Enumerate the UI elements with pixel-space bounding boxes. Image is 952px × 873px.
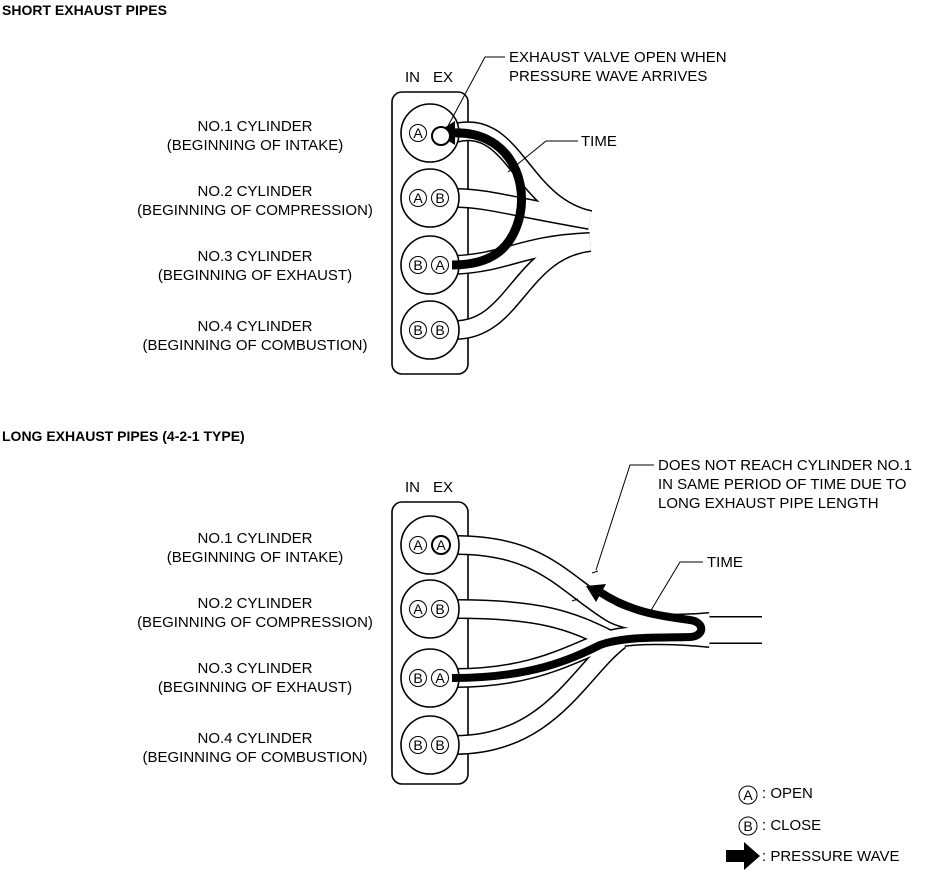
long-time-leader xyxy=(649,561,703,613)
long-ex-header: EX xyxy=(433,479,454,496)
long-cyl4-phase: (BEGINNING OF COMBUSTION) xyxy=(142,749,368,766)
short-cyl1-phase: (BEGINNING OF INTAKE) xyxy=(166,137,344,154)
long-callout-line1: DOES NOT REACH CYLINDER NO.1 xyxy=(658,457,912,474)
long-cyl3-name: NO.3 CYLINDER xyxy=(197,660,313,677)
legend-wave-label: : PRESSURE WAVE xyxy=(762,848,900,865)
long-cyl1-ex-valve-label: A xyxy=(436,537,446,553)
short-head-block xyxy=(391,91,469,375)
short-cyl3-phase: (BEGINNING OF EXHAUST) xyxy=(157,267,353,284)
long-cyl2-ex-valve-label: B xyxy=(435,601,444,617)
long-cyl3-ex-valve-label: A xyxy=(435,670,445,686)
long-callout-line2: IN SAME PERIOD OF TIME DUE TO xyxy=(658,476,907,493)
long-cyl3-in-valve xyxy=(409,669,427,687)
legend-open-symbol-label: A xyxy=(743,787,753,803)
short-ex-header: EX xyxy=(433,69,454,86)
legend-pressure-wave-arrow-icon xyxy=(726,842,760,870)
short-section-title: SHORT EXHAUST PIPES xyxy=(2,2,167,18)
legend: A B xyxy=(726,785,760,870)
short-callout-leader xyxy=(447,56,505,127)
short-cyl3-name: NO.3 CYLINDER xyxy=(197,248,313,265)
legend-open-label: : OPEN xyxy=(762,785,813,802)
short-callout-line2: PRESSURE WAVE ARRIVES xyxy=(509,68,708,85)
short-in-header: IN xyxy=(405,69,420,86)
short-cyl4-phase: (BEGINNING OF COMBUSTION) xyxy=(142,337,368,354)
short-cyl1-name: NO.1 CYLINDER xyxy=(197,118,313,135)
legend-close-symbol xyxy=(738,816,758,836)
long-cyl1-ex-valve xyxy=(431,535,451,555)
long-cyl1-in-valve xyxy=(409,536,427,554)
long-cyl4-port xyxy=(400,715,460,775)
short-cyl4-in-valve-label: B xyxy=(413,322,422,338)
long-cyl3-phase: (BEGINNING OF EXHAUST) xyxy=(157,679,353,696)
long-cyl4-ex-valve xyxy=(431,736,449,754)
long-cyl2-name: NO.2 CYLINDER xyxy=(197,595,313,612)
long-reach-tick-1 xyxy=(591,570,599,574)
short-cyl3-in-valve-label: B xyxy=(413,257,422,273)
short-cyl4-ex-valve xyxy=(431,321,449,339)
long-callout-line3: LONG EXHAUST PIPE LENGTH xyxy=(658,495,879,512)
short-cyl2-phase: (BEGINNING OF COMPRESSION) xyxy=(137,202,373,219)
long-head-block xyxy=(391,501,469,785)
long-cyl3-in-valve-label: B xyxy=(413,670,422,686)
short-cyl2-name: NO.2 CYLINDER xyxy=(197,183,313,200)
short-cyl2-port xyxy=(400,168,460,228)
legend-close-label: : CLOSE xyxy=(762,817,822,834)
long-in-header: IN xyxy=(405,479,420,496)
long-callout-leader xyxy=(595,464,654,571)
legend-close-symbol-label: B xyxy=(743,818,752,834)
short-valve-symbols: A A B B A B B xyxy=(409,124,451,339)
short-callout-line1: EXHAUST VALVE OPEN WHEN xyxy=(509,49,727,66)
long-cyl4-in-valve xyxy=(409,736,427,754)
short-cyl1-in-valve xyxy=(409,124,427,142)
short-cyl4-ex-valve-label: B xyxy=(435,322,444,338)
long-cyl4-name: NO.4 CYLINDER xyxy=(197,730,313,747)
short-diagram: A A B B A B B xyxy=(391,56,593,375)
short-time-label: TIME xyxy=(581,133,617,150)
long-section-title: LONG EXHAUST PIPES (4-2-1 TYPE) xyxy=(2,428,245,444)
short-cyl1-in-valve-label: A xyxy=(413,125,423,141)
long-reach-tick-2 xyxy=(571,598,579,602)
short-cyl3-in-valve xyxy=(409,256,427,274)
long-cyl4-ex-valve-label: B xyxy=(435,737,444,753)
long-cyl2-in-valve xyxy=(409,600,427,618)
long-time-label: TIME xyxy=(707,554,743,571)
short-cyl3-ex-valve xyxy=(431,256,449,274)
short-cyl4-port xyxy=(400,300,460,360)
short-cyl4-name: NO.4 CYLINDER xyxy=(197,318,313,335)
long-pressure-wave-path xyxy=(451,588,706,682)
long-cyl1-phase: (BEGINNING OF INTAKE) xyxy=(166,549,344,566)
short-cyl3-ex-valve-label: A xyxy=(435,257,445,273)
short-cyl2-ex-valve xyxy=(431,189,449,207)
short-cyl2-in-valve xyxy=(409,189,427,207)
short-time-leader xyxy=(507,140,578,173)
long-cyl4-in-valve-label: B xyxy=(413,737,422,753)
legend-open-symbol xyxy=(738,785,758,805)
short-pipes xyxy=(452,121,593,340)
long-cyl1-name: NO.1 CYLINDER xyxy=(197,530,313,547)
long-cyl1-in-valve-label: A xyxy=(413,537,423,553)
long-cyl2-port xyxy=(400,579,460,639)
long-cyl1-port xyxy=(400,515,460,575)
long-diagram: A A A B B A B B xyxy=(391,464,762,785)
long-cyl2-phase: (BEGINNING OF COMPRESSION) xyxy=(137,614,373,631)
long-pressure-wave-arrowhead xyxy=(586,584,606,602)
short-cyl1-ex-valve-open xyxy=(431,126,451,146)
long-cyl2-ex-valve xyxy=(431,600,449,618)
long-cyl3-ex-valve xyxy=(431,669,449,687)
short-pressure-wave-path xyxy=(451,128,526,270)
short-cyl2-ex-valve-label: B xyxy=(435,190,444,206)
short-cyl4-in-valve xyxy=(409,321,427,339)
long-cyl2-in-valve-label: A xyxy=(413,601,423,617)
long-valve-symbols: A A A B B A B B xyxy=(409,535,451,754)
short-cyl2-in-valve-label: A xyxy=(413,190,423,206)
